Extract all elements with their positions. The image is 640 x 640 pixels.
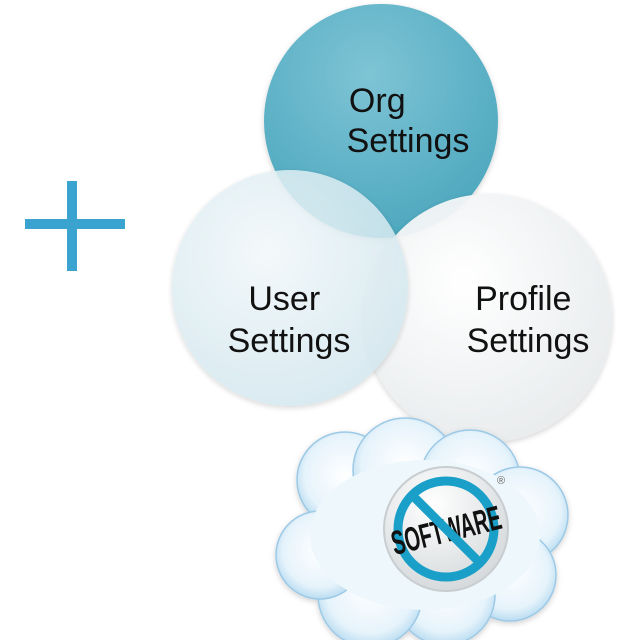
profile-settings-label: Profile Settings — [467, 280, 590, 360]
user-label-line-1: User — [248, 280, 320, 318]
registered-mark: ® — [497, 475, 505, 487]
profile-label-line-2: Settings — [467, 322, 590, 360]
user-label-line-2: Settings — [228, 322, 351, 360]
no-software-badge: SOFTWARE ® — [383, 466, 509, 592]
org-label-line-1: Org — [349, 82, 406, 120]
org-settings-label: Org Settings — [347, 82, 470, 160]
profile-label-line-1: Profile — [475, 280, 571, 318]
user-settings-circle — [172, 170, 408, 406]
org-label-line-2: Settings — [347, 122, 470, 160]
no-symbol-ring — [393, 476, 499, 582]
profile-settings-circle — [364, 194, 612, 442]
user-settings-label: User Settings — [228, 280, 351, 360]
plus-icon — [25, 181, 125, 271]
no-symbol-slash — [408, 491, 484, 567]
